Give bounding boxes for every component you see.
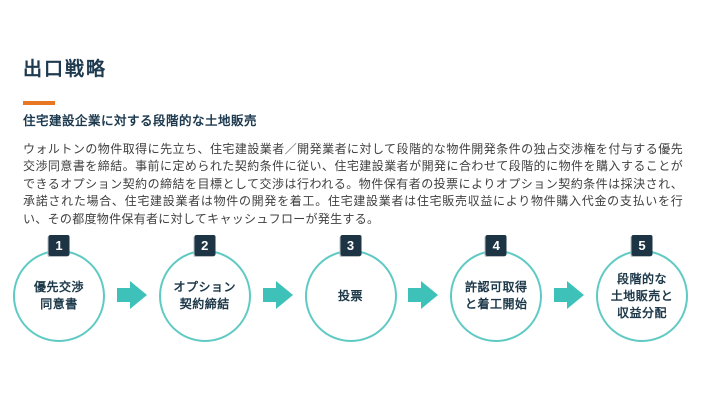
step-circle: 許認可取得 と着工開始: [450, 250, 543, 343]
right-arrow-icon: [554, 281, 585, 310]
header: 出口戦略 住宅建設企業に対する段階的な土地販売: [0, 0, 701, 128]
step-circle: オプション 契約締結: [158, 250, 251, 343]
process-flow: 1 優先交渉 同意書 2 オプション 契約締結 3 投票: [0, 235, 701, 343]
flow-step-4: 4 許認可取得 と着工開始: [449, 235, 543, 343]
step-number-badge: 3: [340, 235, 361, 257]
flow-step-2: 2 オプション 契約締結: [158, 235, 252, 343]
flow-step-5: 5 段階的な 土地販売と 収益分配: [595, 235, 689, 343]
arrow-tail: [262, 288, 277, 303]
step-label: 投票: [337, 288, 363, 303]
step-circle: 優先交渉 同意書: [13, 250, 105, 343]
right-arrow-icon: [408, 281, 439, 310]
arrow-tail: [554, 288, 569, 303]
page-title: 出口戦略: [23, 59, 108, 80]
right-arrow-icon: [262, 281, 293, 310]
step-label: 許認可取得 と着工開始: [464, 280, 528, 312]
arrow-tail: [408, 288, 423, 303]
step-label: 優先交渉 同意書: [33, 280, 84, 312]
step-number-badge: 2: [194, 235, 216, 257]
body-paragraph: ウォルトンの物件取得に先立ち、住宅建設業者／開発業者に対して段階的な物件開発条件…: [23, 142, 683, 226]
accent-bar: [23, 101, 55, 105]
step-number-badge: 4: [485, 235, 507, 257]
arrow-head: [129, 281, 147, 310]
step-circle: 段階的な 土地販売と 収益分配: [596, 250, 688, 343]
step-number-badge: 5: [631, 235, 653, 257]
arrow-head: [275, 281, 293, 310]
step-circle: 投票: [304, 250, 397, 343]
arrow-tail: [116, 288, 131, 303]
flow-step-3: 3 投票: [304, 235, 398, 343]
arrow-head: [567, 281, 585, 310]
right-arrow-icon: [116, 281, 147, 310]
step-label: 段階的な 土地販売と 収益分配: [610, 271, 674, 320]
arrow-head: [421, 281, 439, 310]
section-subtitle: 住宅建設企業に対する段階的な土地販売: [23, 114, 258, 128]
step-number-badge: 1: [48, 235, 70, 257]
step-label: オプション 契約締結: [173, 280, 236, 312]
flow-step-1: 1 優先交渉 同意書: [12, 235, 106, 343]
